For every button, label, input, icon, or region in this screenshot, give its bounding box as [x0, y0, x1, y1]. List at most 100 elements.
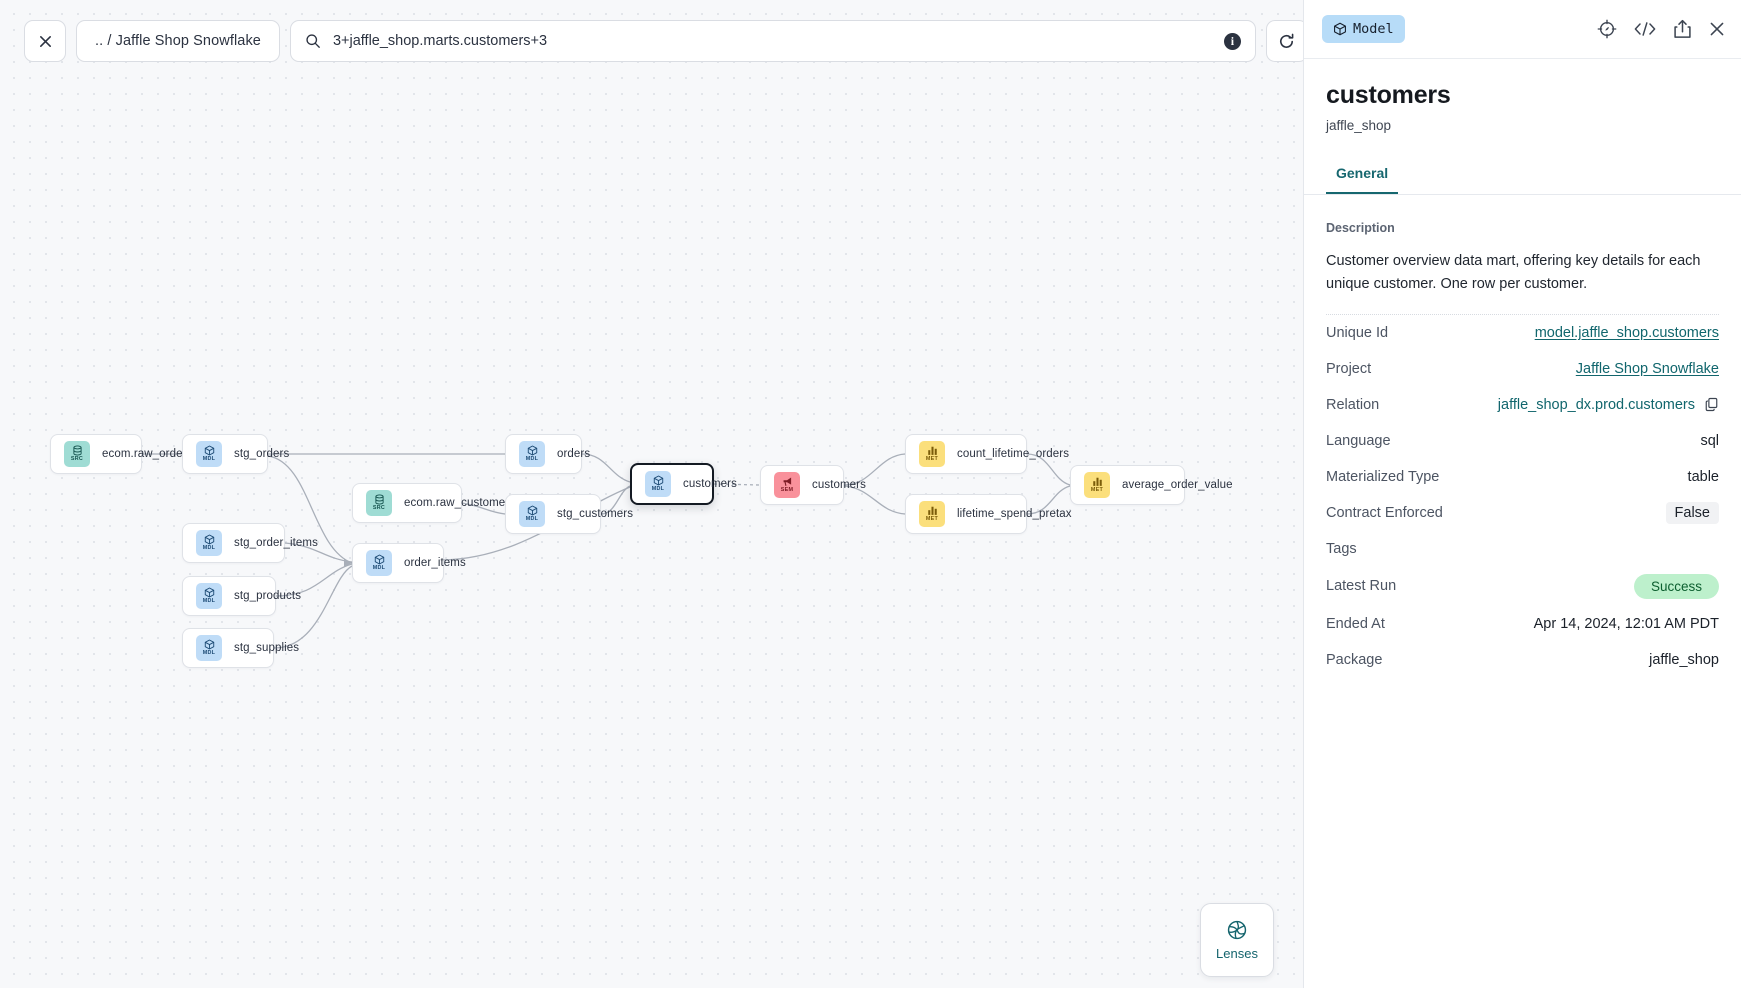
- status-badge: Success: [1633, 573, 1719, 599]
- metadata-text: table: [1687, 468, 1719, 485]
- tab-general[interactable]: General: [1326, 159, 1399, 194]
- lineage-node-ecom_raw_orders[interactable]: SRC ecom.raw_orders: [50, 434, 192, 474]
- metadata-row: Relation jaffle_shop_dx.prod.customers: [1326, 387, 1719, 423]
- metadata-row: Contract Enforced False: [1326, 495, 1719, 531]
- page-subtitle: jaffle_shop: [1326, 118, 1392, 133]
- copy-icon[interactable]: [1704, 397, 1719, 412]
- metadata-value: table: [1688, 469, 1719, 485]
- resource-type-chip[interactable]: Model: [1322, 15, 1405, 43]
- lineage-node-label: stg_order_items: [234, 537, 318, 549]
- metadata-key: Project: [1326, 360, 1372, 377]
- details-panel: Model: [1303, 0, 1741, 988]
- node-type-badge-mdl-icon: MDL: [366, 550, 392, 576]
- node-type-badge-src-icon: SRC: [64, 441, 90, 467]
- lenses-icon: [1227, 920, 1247, 940]
- metadata-value: jaffle_shop_dx.prod.customers: [1498, 397, 1719, 413]
- lineage-node-label: lifetime_spend_pretax: [957, 508, 1072, 520]
- metadata-link[interactable]: model.jaffle_shop.customers: [1534, 324, 1719, 341]
- lineage-node-order_items[interactable]: MDL order_items: [352, 543, 466, 583]
- metadata-value: model.jaffle_shop.customers: [1535, 325, 1719, 341]
- page-title: customers: [1326, 81, 1451, 109]
- lineage-node-ecom_raw_customers[interactable]: SRC ecom.raw_customers: [352, 483, 515, 523]
- code-icon: [1634, 22, 1656, 36]
- panel-tabs: General: [1304, 159, 1741, 195]
- lineage-node-label: ecom.raw_orders: [102, 448, 193, 460]
- lineage-node-stg_order_items[interactable]: MDL stg_order_items: [182, 523, 318, 563]
- node-type-badge-src-icon: SRC: [366, 490, 392, 516]
- lineage-node-customers_sem[interactable]: SEM customers: [760, 465, 866, 505]
- node-type-badge-met-icon: MET: [1084, 472, 1110, 498]
- panel-title-block: customers jaffle_shop: [1304, 59, 1741, 133]
- node-type-badge-mdl-icon: MDL: [196, 583, 222, 609]
- close-icon: [39, 35, 51, 47]
- lineage-node-label: stg_products: [234, 590, 302, 602]
- node-type-badge-mdl-icon: MDL: [645, 471, 671, 497]
- lineage-node-label: stg_supplies: [234, 642, 300, 654]
- info-icon[interactable]: i: [1223, 32, 1241, 50]
- metadata-value: sql: [1700, 433, 1719, 449]
- metadata-key: Package: [1326, 651, 1383, 668]
- description-label: Description: [1326, 221, 1395, 235]
- metadata-row: Package jaffle_shop: [1326, 642, 1719, 678]
- breadcrumb[interactable]: .. / Jaffle Shop Snowflake: [76, 20, 280, 62]
- focus-target-icon: [1597, 19, 1617, 39]
- refresh-button[interactable]: [1265, 20, 1303, 62]
- lineage-node-count_lifetime[interactable]: MET count_lifetime_orders: [905, 434, 1069, 474]
- focus-button[interactable]: [1597, 19, 1617, 39]
- lineage-node-label: order_items: [404, 557, 466, 569]
- view-code-button[interactable]: [1633, 20, 1657, 38]
- search-icon: [306, 34, 320, 48]
- metadata-key: Contract Enforced: [1326, 504, 1443, 521]
- lineage-node-label: ecom.raw_customers: [404, 497, 516, 509]
- metadata-key: Relation: [1326, 396, 1380, 413]
- lineage-node-label: count_lifetime_orders: [957, 448, 1070, 460]
- node-type-badge-mdl-icon: MDL: [519, 501, 545, 527]
- lenses-button[interactable]: Lenses: [1200, 903, 1274, 977]
- metadata-text: jaffle_shop: [1649, 651, 1719, 668]
- lineage-search[interactable]: 3+jaffle_shop.marts.customers+3 i: [289, 20, 1256, 62]
- status-badge: False: [1665, 501, 1719, 524]
- node-type-badge-met-icon: MET: [919, 441, 945, 467]
- metadata-row: Project Jaffle Shop Snowflake: [1326, 351, 1719, 387]
- panel-body: Description Customer overview data mart,…: [1304, 195, 1741, 678]
- node-type-badge-mdl-icon: MDL: [196, 635, 222, 661]
- lineage-node-lifetime_spend[interactable]: MET lifetime_spend_pretax: [905, 494, 1072, 534]
- metadata-value: Apr 14, 2024, 12:01 AM PDT: [1534, 616, 1719, 632]
- node-type-badge-sem-icon: SEM: [774, 472, 800, 498]
- lineage-node-stg_orders[interactable]: MDL stg_orders: [182, 434, 289, 474]
- share-icon: [1674, 19, 1691, 38]
- metadata-value: False: [1665, 501, 1719, 524]
- lineage-node-avg_order_value[interactable]: MET average_order_value: [1070, 465, 1232, 505]
- node-type-badge-mdl-icon: MDL: [196, 441, 222, 467]
- share-button[interactable]: [1673, 19, 1692, 39]
- metadata-link[interactable]: Jaffle Shop Snowflake: [1575, 360, 1719, 377]
- metadata-row: Tags: [1326, 531, 1719, 567]
- panel-close-button[interactable]: [1708, 20, 1726, 38]
- node-type-badge-mdl-icon: MDL: [196, 530, 222, 556]
- node-type-badge-met-icon: MET: [919, 501, 945, 527]
- lineage-node-stg_products[interactable]: MDL stg_products: [182, 576, 301, 616]
- metadata-value: Jaffle Shop Snowflake: [1576, 361, 1719, 377]
- panel-header-actions: [1597, 19, 1726, 39]
- search-input[interactable]: 3+jaffle_shop.marts.customers+3: [332, 33, 548, 49]
- lineage-node-label: average_order_value: [1122, 479, 1233, 491]
- cube-icon: [1334, 22, 1346, 36]
- divider: [1326, 313, 1719, 315]
- close-button[interactable]: [24, 20, 66, 62]
- metadata-link[interactable]: jaffle_shop_dx.prod.customers: [1497, 396, 1695, 413]
- metadata-key: Unique Id: [1326, 324, 1389, 341]
- metadata-key: Materialized Type: [1326, 468, 1440, 485]
- resource-type-label: Model: [1353, 21, 1394, 37]
- lineage-node-stg_supplies[interactable]: MDL stg_supplies: [182, 628, 299, 668]
- lineage-node-label: customers: [812, 479, 866, 491]
- lineage-node-label: stg_orders: [234, 448, 290, 460]
